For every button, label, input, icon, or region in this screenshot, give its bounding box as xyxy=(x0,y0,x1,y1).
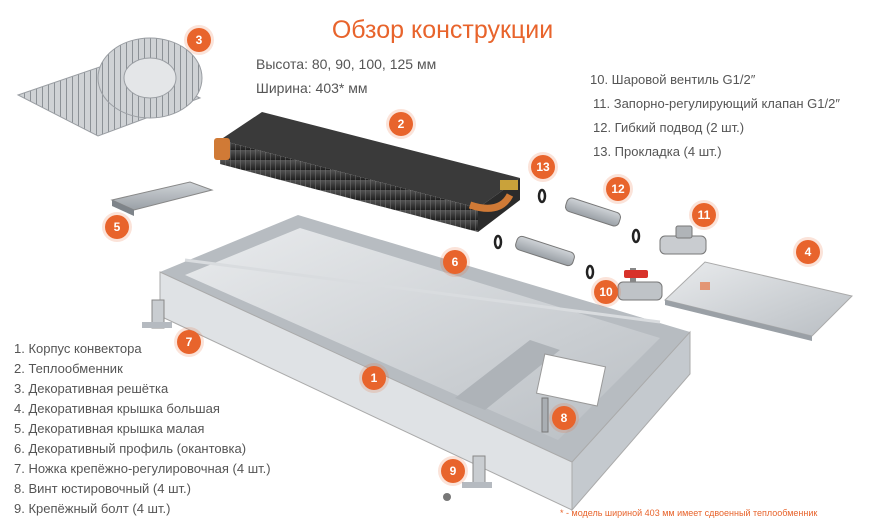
spec-width: Ширина: 403* мм xyxy=(256,80,368,96)
badge-7: 7 xyxy=(177,330,201,354)
legend-item-2: 2. Теплообменник xyxy=(14,361,123,376)
badge-1: 1 xyxy=(362,366,386,390)
convector-housing-illustration xyxy=(159,215,691,512)
grille-illustration xyxy=(16,37,203,137)
ball-valve-illustration xyxy=(617,268,663,301)
badge-4: 4 xyxy=(796,240,820,264)
badge-12: 12 xyxy=(606,177,630,201)
legend-item-4: 4. Декоративная крышка большая xyxy=(14,401,220,416)
badge-6: 6 xyxy=(443,250,467,274)
legend-right: 10. Шаровой вентиль G1/2″ 11. Запорно-ре… xyxy=(590,70,840,166)
legend-item-8: 8. Винт юстировочный (4 шт.) xyxy=(14,481,191,496)
large-cover-illustration xyxy=(663,261,853,341)
badge-8: 8 xyxy=(552,406,576,430)
legend-item-3: 3. Декоративная решётка xyxy=(14,381,169,396)
page-title: Обзор конструкции xyxy=(331,16,554,44)
legend-item-13: 13. Прокладка (4 шт.) xyxy=(593,144,722,159)
legend-item-7: 7. Ножка крепёжно-регулировочная (4 шт.) xyxy=(14,461,271,476)
legend-item-11: 11. Запорно-регулирующий клапан G1/2″ xyxy=(593,96,840,111)
legend-left: 1. Корпус конвектора 2. Теплообменник 3.… xyxy=(14,340,271,520)
heat-exchanger-illustration xyxy=(214,112,520,232)
badge-13: 13 xyxy=(531,155,555,179)
badge-9: 9 xyxy=(441,459,465,483)
legend-item-1: 1. Корпус конвектора xyxy=(14,341,142,356)
footnote: * - модель шириной 403 мм имеет сдвоенны… xyxy=(560,508,818,518)
legend-item-12: 12. Гибкий подвод (2 шт.) xyxy=(593,120,745,135)
fixing-bolt-illustration xyxy=(443,455,492,501)
legend-item-9: 9. Крепёжный болт (4 шт.) xyxy=(14,501,171,516)
badge-5: 5 xyxy=(105,215,129,239)
adjusting-screw-illustration xyxy=(541,397,549,433)
gasket-illustration xyxy=(493,188,641,280)
flexible-hose-illustration xyxy=(515,197,621,267)
legend-item-5: 5. Декоративная крышка малая xyxy=(14,421,205,436)
legend-item-10: 10. Шаровой вентиль G1/2″ xyxy=(590,72,756,87)
badge-3: 3 xyxy=(187,28,211,52)
small-cover-illustration xyxy=(110,181,214,211)
badge-10: 10 xyxy=(594,280,618,304)
spec-height: Высота: 80, 90, 100, 125 мм xyxy=(256,56,437,72)
mounting-foot-illustration xyxy=(142,299,172,329)
badge-11: 11 xyxy=(692,203,716,227)
badge-2: 2 xyxy=(389,112,413,136)
control-valve-illustration xyxy=(659,225,707,255)
legend-item-6: 6. Декоративный профиль (окантовка) xyxy=(14,441,247,456)
